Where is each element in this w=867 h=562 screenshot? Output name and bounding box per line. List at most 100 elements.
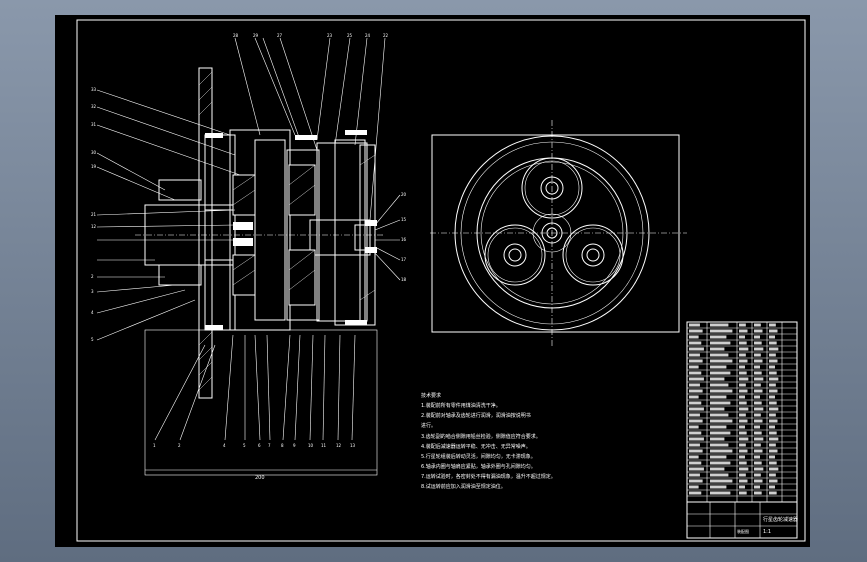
svg-text:19: 19 bbox=[91, 164, 97, 169]
parts-list-entry-mark bbox=[754, 443, 761, 447]
parts-list-entry-mark bbox=[710, 419, 733, 423]
parts-list-entry-mark bbox=[739, 365, 745, 369]
parts-list-entry-mark bbox=[769, 467, 779, 471]
svg-text:32: 32 bbox=[91, 104, 97, 109]
parts-list-entry-mark bbox=[710, 461, 731, 465]
parts-list-entry-mark bbox=[739, 485, 745, 489]
parts-list-entry-mark bbox=[710, 449, 733, 453]
svg-text:30: 30 bbox=[91, 150, 97, 155]
parts-list-entry-mark bbox=[739, 407, 749, 411]
parts-list-entry-mark bbox=[689, 347, 704, 351]
parts-list-entry-mark bbox=[710, 443, 729, 447]
parts-list-entry-mark bbox=[689, 455, 699, 459]
parts-list-entry-mark bbox=[739, 461, 747, 465]
parts-list-entry-mark bbox=[754, 335, 760, 339]
svg-text:8.试运转前应加入润滑油至规定油位。: 8.试运转前应加入润滑油至规定油位。 bbox=[421, 483, 506, 490]
parts-list-entry-mark bbox=[739, 419, 748, 423]
parts-list-entry-mark bbox=[739, 383, 746, 387]
parts-list-entry-mark bbox=[689, 413, 700, 417]
parts-list-entry-mark bbox=[710, 401, 731, 405]
parts-list-entry-mark bbox=[689, 437, 704, 441]
parts-list-entry-mark bbox=[689, 443, 700, 447]
parts-list-entry-mark bbox=[769, 455, 775, 459]
parts-list-entry-mark bbox=[754, 365, 760, 369]
parts-list-entry-mark bbox=[710, 425, 727, 429]
parts-list-entry-mark bbox=[769, 323, 776, 327]
parts-list-entry-mark bbox=[754, 491, 762, 495]
parts-list-entry-mark bbox=[689, 335, 699, 339]
svg-text:3: 3 bbox=[91, 289, 94, 294]
parts-list-entry-mark bbox=[710, 389, 733, 393]
parts-list-entry-mark bbox=[689, 383, 700, 387]
parts-list-entry-mark bbox=[754, 461, 762, 465]
parts-list-entry-mark bbox=[689, 461, 702, 465]
parts-list-entry-mark bbox=[689, 425, 699, 429]
parts-list-entry-mark bbox=[689, 479, 703, 483]
parts-list-entry-mark bbox=[754, 389, 763, 393]
parts-list-entry-mark bbox=[689, 389, 703, 393]
parts-list-entry-mark bbox=[739, 479, 748, 483]
parts-list-entry-mark bbox=[689, 377, 704, 381]
parts-list-entry-mark bbox=[754, 341, 762, 345]
parts-list-entry-mark bbox=[710, 431, 731, 435]
parts-list-entry-mark bbox=[689, 407, 704, 411]
parts-list-entry-mark bbox=[739, 377, 749, 381]
leader-lines bbox=[96, 37, 401, 441]
parts-list-entry-mark bbox=[769, 401, 777, 405]
parts-list-entry-mark bbox=[754, 359, 763, 363]
svg-text:3.齿轮副的啮合侧隙用铅丝检验，侧隙值应符合要求。: 3.齿轮副的啮合侧隙用铅丝检验，侧隙值应符合要求。 bbox=[421, 433, 541, 440]
parts-list-entry-mark bbox=[754, 455, 760, 459]
parts-list-entry-mark bbox=[769, 359, 778, 363]
parts-list-entry-mark bbox=[739, 371, 747, 375]
parts-list-entry-mark bbox=[739, 425, 745, 429]
parts-list-entry-mark bbox=[769, 431, 777, 435]
parts-list-entry-mark bbox=[689, 323, 700, 327]
parts-list-entry-mark bbox=[710, 491, 731, 495]
drawing-frame bbox=[76, 19, 806, 542]
parts-list-entry-mark bbox=[739, 431, 747, 435]
svg-text:33: 33 bbox=[91, 87, 97, 92]
parts-list-entry-mark bbox=[754, 485, 760, 489]
parts-list-entry-mark bbox=[689, 419, 703, 423]
parts-list-entry-mark bbox=[739, 323, 746, 327]
svg-text:25: 25 bbox=[347, 33, 353, 38]
svg-text:10: 10 bbox=[308, 443, 314, 448]
parts-list-entry-mark bbox=[739, 335, 745, 339]
svg-text:22: 22 bbox=[383, 33, 389, 38]
parts-list-entry-mark bbox=[739, 401, 747, 405]
parts-list-entry-mark bbox=[710, 455, 727, 459]
svg-text:2.装配前对轴承及齿轮进行润滑，润滑油按说明书: 2.装配前对轴承及齿轮进行润滑，润滑油按说明书 bbox=[421, 412, 531, 419]
parts-list-entry-mark bbox=[769, 449, 778, 453]
parts-list-entry-mark bbox=[754, 431, 762, 435]
planet-gear-left bbox=[484, 224, 546, 286]
parts-list-entry-mark bbox=[769, 425, 775, 429]
parts-list-entry-mark bbox=[754, 419, 763, 423]
svg-text:7: 7 bbox=[268, 443, 271, 448]
parts-list-entry-mark bbox=[754, 425, 760, 429]
parts-list-entry-mark bbox=[769, 413, 776, 417]
parts-list-entry-mark bbox=[739, 347, 749, 351]
svg-text:进行。: 进行。 bbox=[421, 422, 436, 429]
svg-text:12: 12 bbox=[91, 224, 97, 229]
parts-list-entry-mark bbox=[689, 491, 702, 495]
parts-list-entry-mark bbox=[769, 371, 777, 375]
parts-list-entry-mark bbox=[754, 347, 764, 351]
parts-list-entry-mark bbox=[754, 449, 763, 453]
svg-text:1.装配前所有零件用煤油清洗干净。: 1.装配前所有零件用煤油清洗干净。 bbox=[421, 402, 501, 409]
parts-list-entry-mark bbox=[769, 491, 777, 495]
parts-list-entry-mark bbox=[754, 407, 764, 411]
parts-list-entry-mark bbox=[689, 353, 700, 357]
svg-text:4: 4 bbox=[91, 310, 94, 315]
parts-list-entry-mark bbox=[754, 467, 764, 471]
svg-text:13: 13 bbox=[350, 443, 356, 448]
svg-text:2: 2 bbox=[178, 443, 181, 448]
parts-list-entry-mark bbox=[739, 467, 749, 471]
parts-list-entry-mark bbox=[689, 485, 699, 489]
parts-list-entry-mark bbox=[754, 473, 761, 477]
svg-text:24: 24 bbox=[365, 33, 371, 38]
parts-list-entry-mark bbox=[769, 335, 775, 339]
sheet-note: 装配图 bbox=[737, 528, 749, 534]
parts-list-entry-mark bbox=[754, 413, 761, 417]
overall-dimension: 200 bbox=[255, 475, 265, 481]
parts-list-entry-mark bbox=[754, 383, 761, 387]
